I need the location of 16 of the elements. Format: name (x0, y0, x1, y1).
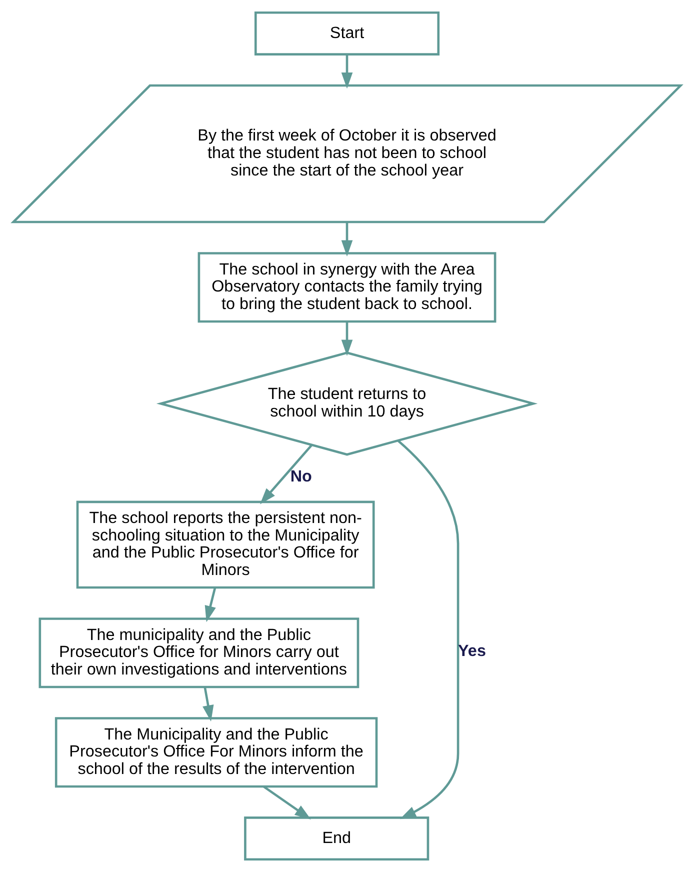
node-diamond: The student returns to school within 10 days (156, 352, 538, 456)
arrow (204, 587, 216, 622)
node-box: End (244, 816, 430, 860)
arrow (398, 440, 460, 820)
arrow (341, 54, 353, 89)
node-box: The school reports the persistent non-schooling situation to the Municipality and the Public Prosecutor's Office for Minors (76, 500, 375, 589)
node-box: The school in synergy with the Area Observatory contacts the family trying to bring the student back to school. (198, 252, 496, 323)
node-box: The municipality and the Public Prosecutor's Office for Minors carry out their own investigations and interventions (38, 618, 360, 688)
arrow (341, 222, 353, 256)
node-box: Start (254, 12, 440, 56)
arrow (202, 687, 214, 722)
node-box: The Municipality and the Public Prosecutor's Office For Minors inform the school of the results of the intervention (54, 717, 378, 788)
arrow (341, 322, 353, 356)
arrow (260, 444, 313, 504)
arrow (263, 786, 311, 820)
edge-label: No (290, 467, 312, 486)
